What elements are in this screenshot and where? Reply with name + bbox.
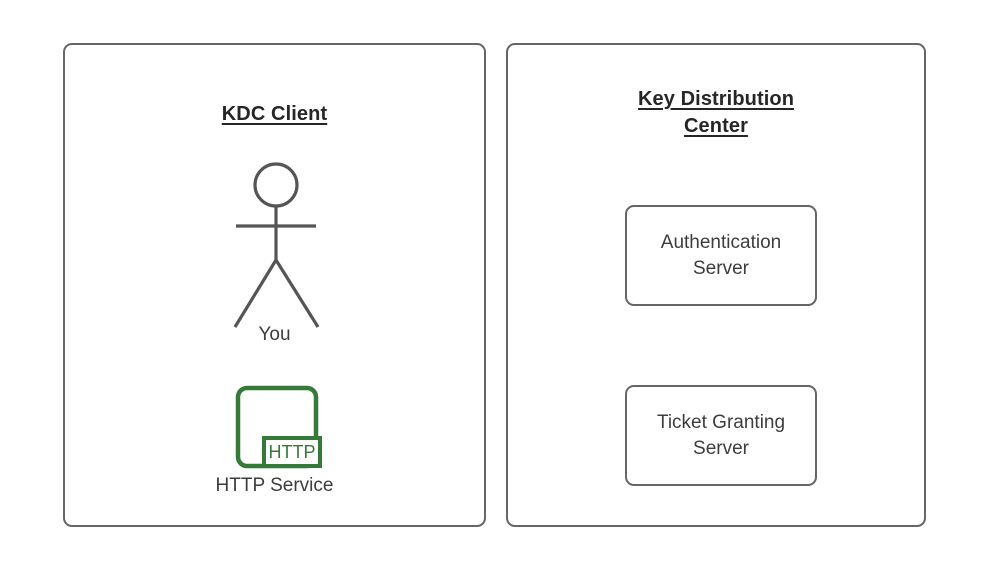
panel-title-kdc: Key Distribution Center: [506, 86, 926, 140]
service-label-http: HTTP Service: [215, 475, 334, 496]
http-icon-badge-text: HTTP: [269, 442, 316, 462]
stick-figure-leg-right: [274, 259, 320, 328]
actor-label-you: You: [258, 324, 291, 345]
stick-figure-icon: [233, 162, 320, 328]
http-service-icon: HTTP: [235, 385, 322, 469]
panel-title-kdc-client-text: KDC Client: [221, 103, 328, 125]
stick-figure-head: [253, 162, 299, 208]
authentication-server-box[interactable]: Authentication Server: [625, 205, 817, 306]
authentication-server-label: Authentication Server: [660, 231, 782, 279]
panel-title-kdc-line1: Key Distribution: [637, 88, 795, 110]
stick-figure-leg-left: [233, 259, 278, 328]
panel-title-kdc-client: KDC Client: [63, 101, 486, 128]
ticket-granting-server-box[interactable]: Ticket Granting Server: [625, 385, 817, 486]
http-icon-badge-plate: [262, 436, 322, 468]
panel-title-kdc-line2: Center: [684, 115, 748, 137]
ticket-granting-server-label: Ticket Granting Server: [656, 411, 786, 459]
